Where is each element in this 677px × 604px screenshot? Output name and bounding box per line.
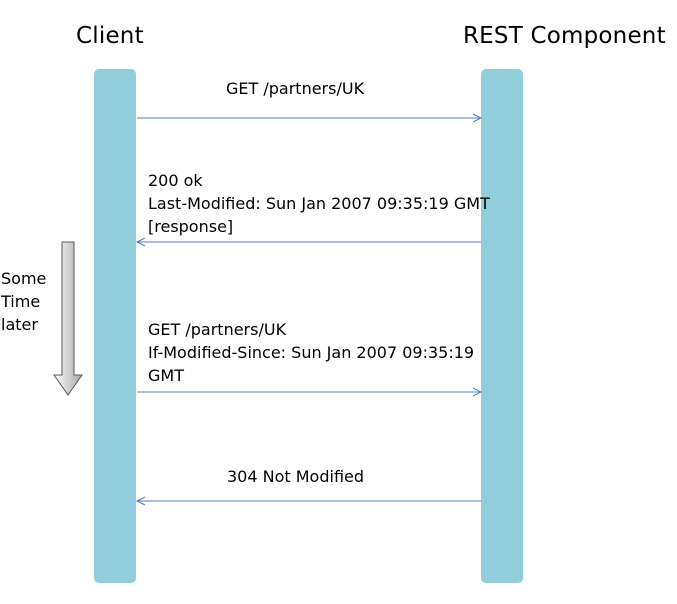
- message-3-label: GET /partners/UK If-Modified-Since: Sun …: [148, 318, 474, 387]
- time-passing-note: Some Time later: [1, 267, 46, 336]
- message-1-label: GET /partners/UK: [226, 77, 364, 100]
- message-arrow-2: [135, 237, 481, 247]
- message-2-line-2: Last-Modified: Sun Jan 2007 09:35:19 GMT: [148, 194, 490, 213]
- message-2-label: 200 ok Last-Modified: Sun Jan 2007 09:35…: [148, 169, 490, 238]
- time-note-line-1: Some: [1, 269, 47, 288]
- time-passing-arrow-icon: [53, 241, 83, 396]
- actor-client-label: Client: [76, 23, 144, 49]
- rest-component-lifeline: [481, 69, 523, 583]
- message-3-line-3: GMT: [148, 366, 184, 385]
- time-note-line-3: later: [1, 315, 38, 334]
- message-4-line-1: 304 Not Modified: [227, 467, 365, 486]
- message-arrow-1: [137, 113, 483, 123]
- message-2-line-3: [response]: [148, 217, 234, 236]
- message-arrow-4: [135, 496, 481, 506]
- time-note-line-2: Time: [1, 292, 41, 311]
- actor-rest-component-label: REST Component: [463, 23, 666, 49]
- client-lifeline: [94, 69, 136, 583]
- message-arrow-3: [137, 387, 483, 397]
- message-3-line-1: GET /partners/UK: [148, 320, 287, 339]
- message-3-line-2: If-Modified-Since: Sun Jan 2007 09:35:19: [148, 343, 475, 362]
- message-1-line-1: GET /partners/UK: [226, 79, 365, 98]
- message-4-label: 304 Not Modified: [227, 465, 364, 488]
- message-2-line-1: 200 ok: [148, 171, 203, 190]
